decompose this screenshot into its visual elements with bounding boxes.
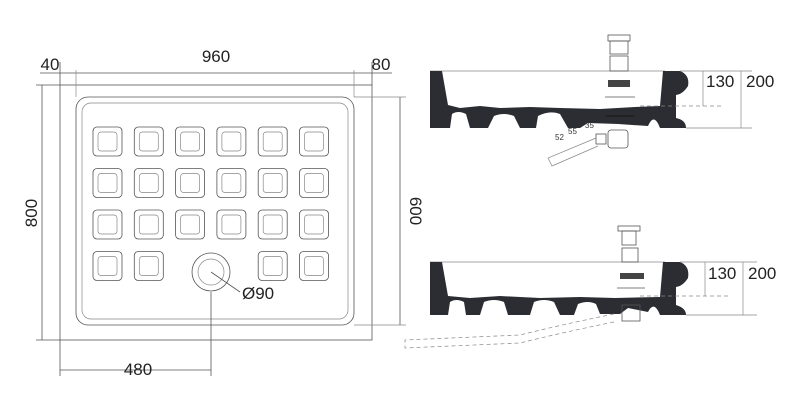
anti-slip-pad — [299, 168, 329, 198]
plan-view: Ø90 960 40 80 800 600 480 — [22, 47, 425, 379]
anti-slip-pad-inner — [97, 214, 118, 235]
anti-slip-pad-inner — [180, 131, 200, 152]
anti-slip-pad — [133, 126, 164, 157]
right-offset-label: 80 — [372, 55, 391, 74]
anti-slip-pad-inner — [138, 256, 159, 276]
tray-section-shape — [430, 262, 689, 315]
anti-slip-pad — [133, 209, 164, 240]
depth-label: 800 — [22, 199, 41, 227]
anti-slip-pad-inner — [262, 214, 283, 235]
anti-slip-pad — [175, 209, 206, 240]
anti-slip-pad — [257, 168, 288, 198]
drain — [191, 252, 231, 292]
inner-height-label-top: 130 — [706, 72, 734, 91]
anti-slip-pad — [133, 168, 164, 198]
inner-depth-label: 600 — [406, 197, 425, 225]
anti-slip-pad-inner — [221, 214, 242, 235]
left-offset-label: 40 — [41, 55, 60, 74]
anti-slip-pad-inner — [180, 214, 200, 235]
anti-slip-pad-inner — [138, 173, 159, 193]
anti-slip-pad-inner — [304, 214, 324, 235]
anti-slip-pad — [257, 209, 288, 240]
inner-height-label-bottom: 130 — [708, 264, 736, 283]
tray-basin-outer — [75, 96, 355, 326]
anti-slip-pad-inner — [221, 131, 242, 152]
tray-basin-inner — [81, 102, 349, 320]
anti-slip-pad-inner — [97, 131, 118, 152]
waste-dim-35: 35 — [585, 121, 594, 130]
total-height-label-top: 200 — [746, 72, 774, 91]
anti-slip-pad — [299, 209, 329, 240]
drain-cap — [617, 225, 641, 232]
anti-slip-pad — [216, 168, 247, 198]
total-height-label-bottom: 200 — [748, 264, 776, 283]
section-view-top: 52 55 35 130 200 — [430, 34, 774, 167]
anti-slip-pad — [92, 126, 123, 157]
waste-dim-52: 52 — [555, 133, 564, 142]
anti-slip-pad-inner — [97, 173, 118, 193]
drain-diameter-label: Ø90 — [242, 284, 274, 303]
drain-cap — [609, 55, 629, 72]
anti-slip-pad-inner — [138, 214, 159, 235]
tray-section-shape — [430, 71, 689, 128]
anti-slip-pad — [92, 209, 123, 240]
waste-trap — [607, 129, 629, 149]
waste-dim-55: 55 — [568, 127, 577, 136]
anti-slip-pad — [257, 126, 288, 157]
anti-slip-pad-inner — [262, 131, 283, 152]
waste-trap — [621, 304, 641, 322]
anti-slip-pad — [299, 126, 329, 157]
anti-slip-pad-inner — [262, 256, 283, 276]
tray-outline — [59, 84, 373, 341]
anti-slip-pad-inner — [221, 173, 242, 193]
anti-slip-pad — [133, 251, 164, 281]
anti-slip-pad-grid — [92, 126, 329, 281]
anti-slip-pad — [175, 126, 206, 157]
anti-slip-pad-inner — [304, 256, 324, 276]
anti-slip-pad — [216, 126, 247, 157]
anti-slip-pad-inner — [97, 256, 118, 276]
width-label: 960 — [202, 47, 230, 66]
anti-slip-pad-inner — [138, 131, 159, 152]
anti-slip-pad-inner — [304, 173, 324, 193]
anti-slip-pad-inner — [262, 173, 283, 193]
waste-pipe — [404, 313, 615, 349]
anti-slip-pad — [92, 168, 123, 198]
anti-slip-pad — [175, 168, 206, 198]
section-view-bottom: 130 200 — [404, 225, 776, 349]
anti-slip-pad — [92, 251, 123, 281]
anti-slip-pad — [257, 251, 288, 281]
anti-slip-pad-inner — [180, 173, 200, 193]
anti-slip-pad — [299, 251, 329, 281]
anti-slip-pad — [216, 209, 247, 240]
drain-offset-label: 480 — [124, 360, 152, 379]
anti-slip-pad-inner — [304, 131, 324, 152]
